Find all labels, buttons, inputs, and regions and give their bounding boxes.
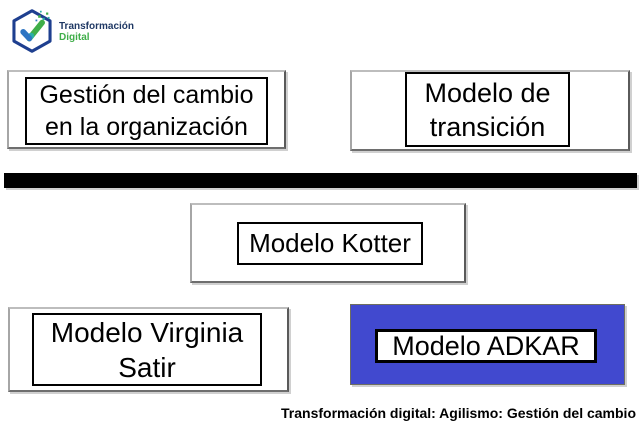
divider-bar [4,173,637,188]
logo-title: Transformación [59,21,135,32]
box-modelo-adkar: Modelo ADKAR [350,304,625,385]
logo-subtitle: Digital [59,32,90,43]
box-line: Gestión del cambio [39,81,254,109]
box-line: Satir [118,351,176,383]
box-modelo-de-transicion: Modelo de transición [350,70,630,151]
box-modelo-kotter-label: Modelo Kotter [237,222,423,265]
box-modelo-de-transicion-label: Modelo de transición [405,72,570,147]
box-line: en la organización [45,113,248,141]
box-line: Modelo Kotter [249,228,411,258]
box-modelo-virginia-satir: Modelo Virginia Satir [8,307,289,392]
box-modelo-virginia-satir-label: Modelo Virginia Satir [32,313,262,386]
logo-text: Transformación Digital [59,19,134,43]
box-line: Modelo Virginia [50,316,244,348]
box-modelo-kotter: Modelo Kotter [190,203,466,283]
box-modelo-adkar-label: Modelo ADKAR [375,329,597,363]
box-gestion-del-cambio-label: Gestión del cambio en la organización [25,77,268,145]
footer-caption: Transformación digital: Agilismo: Gestió… [281,405,636,421]
hexagon-checkmark-icon [12,9,52,53]
box-line: Modelo ADKAR [392,331,580,361]
logo: Transformación Digital [10,8,134,54]
box-line: transición [429,111,546,142]
box-line: Modelo de [424,77,551,108]
box-gestion-del-cambio: Gestión del cambio en la organización [7,70,286,149]
